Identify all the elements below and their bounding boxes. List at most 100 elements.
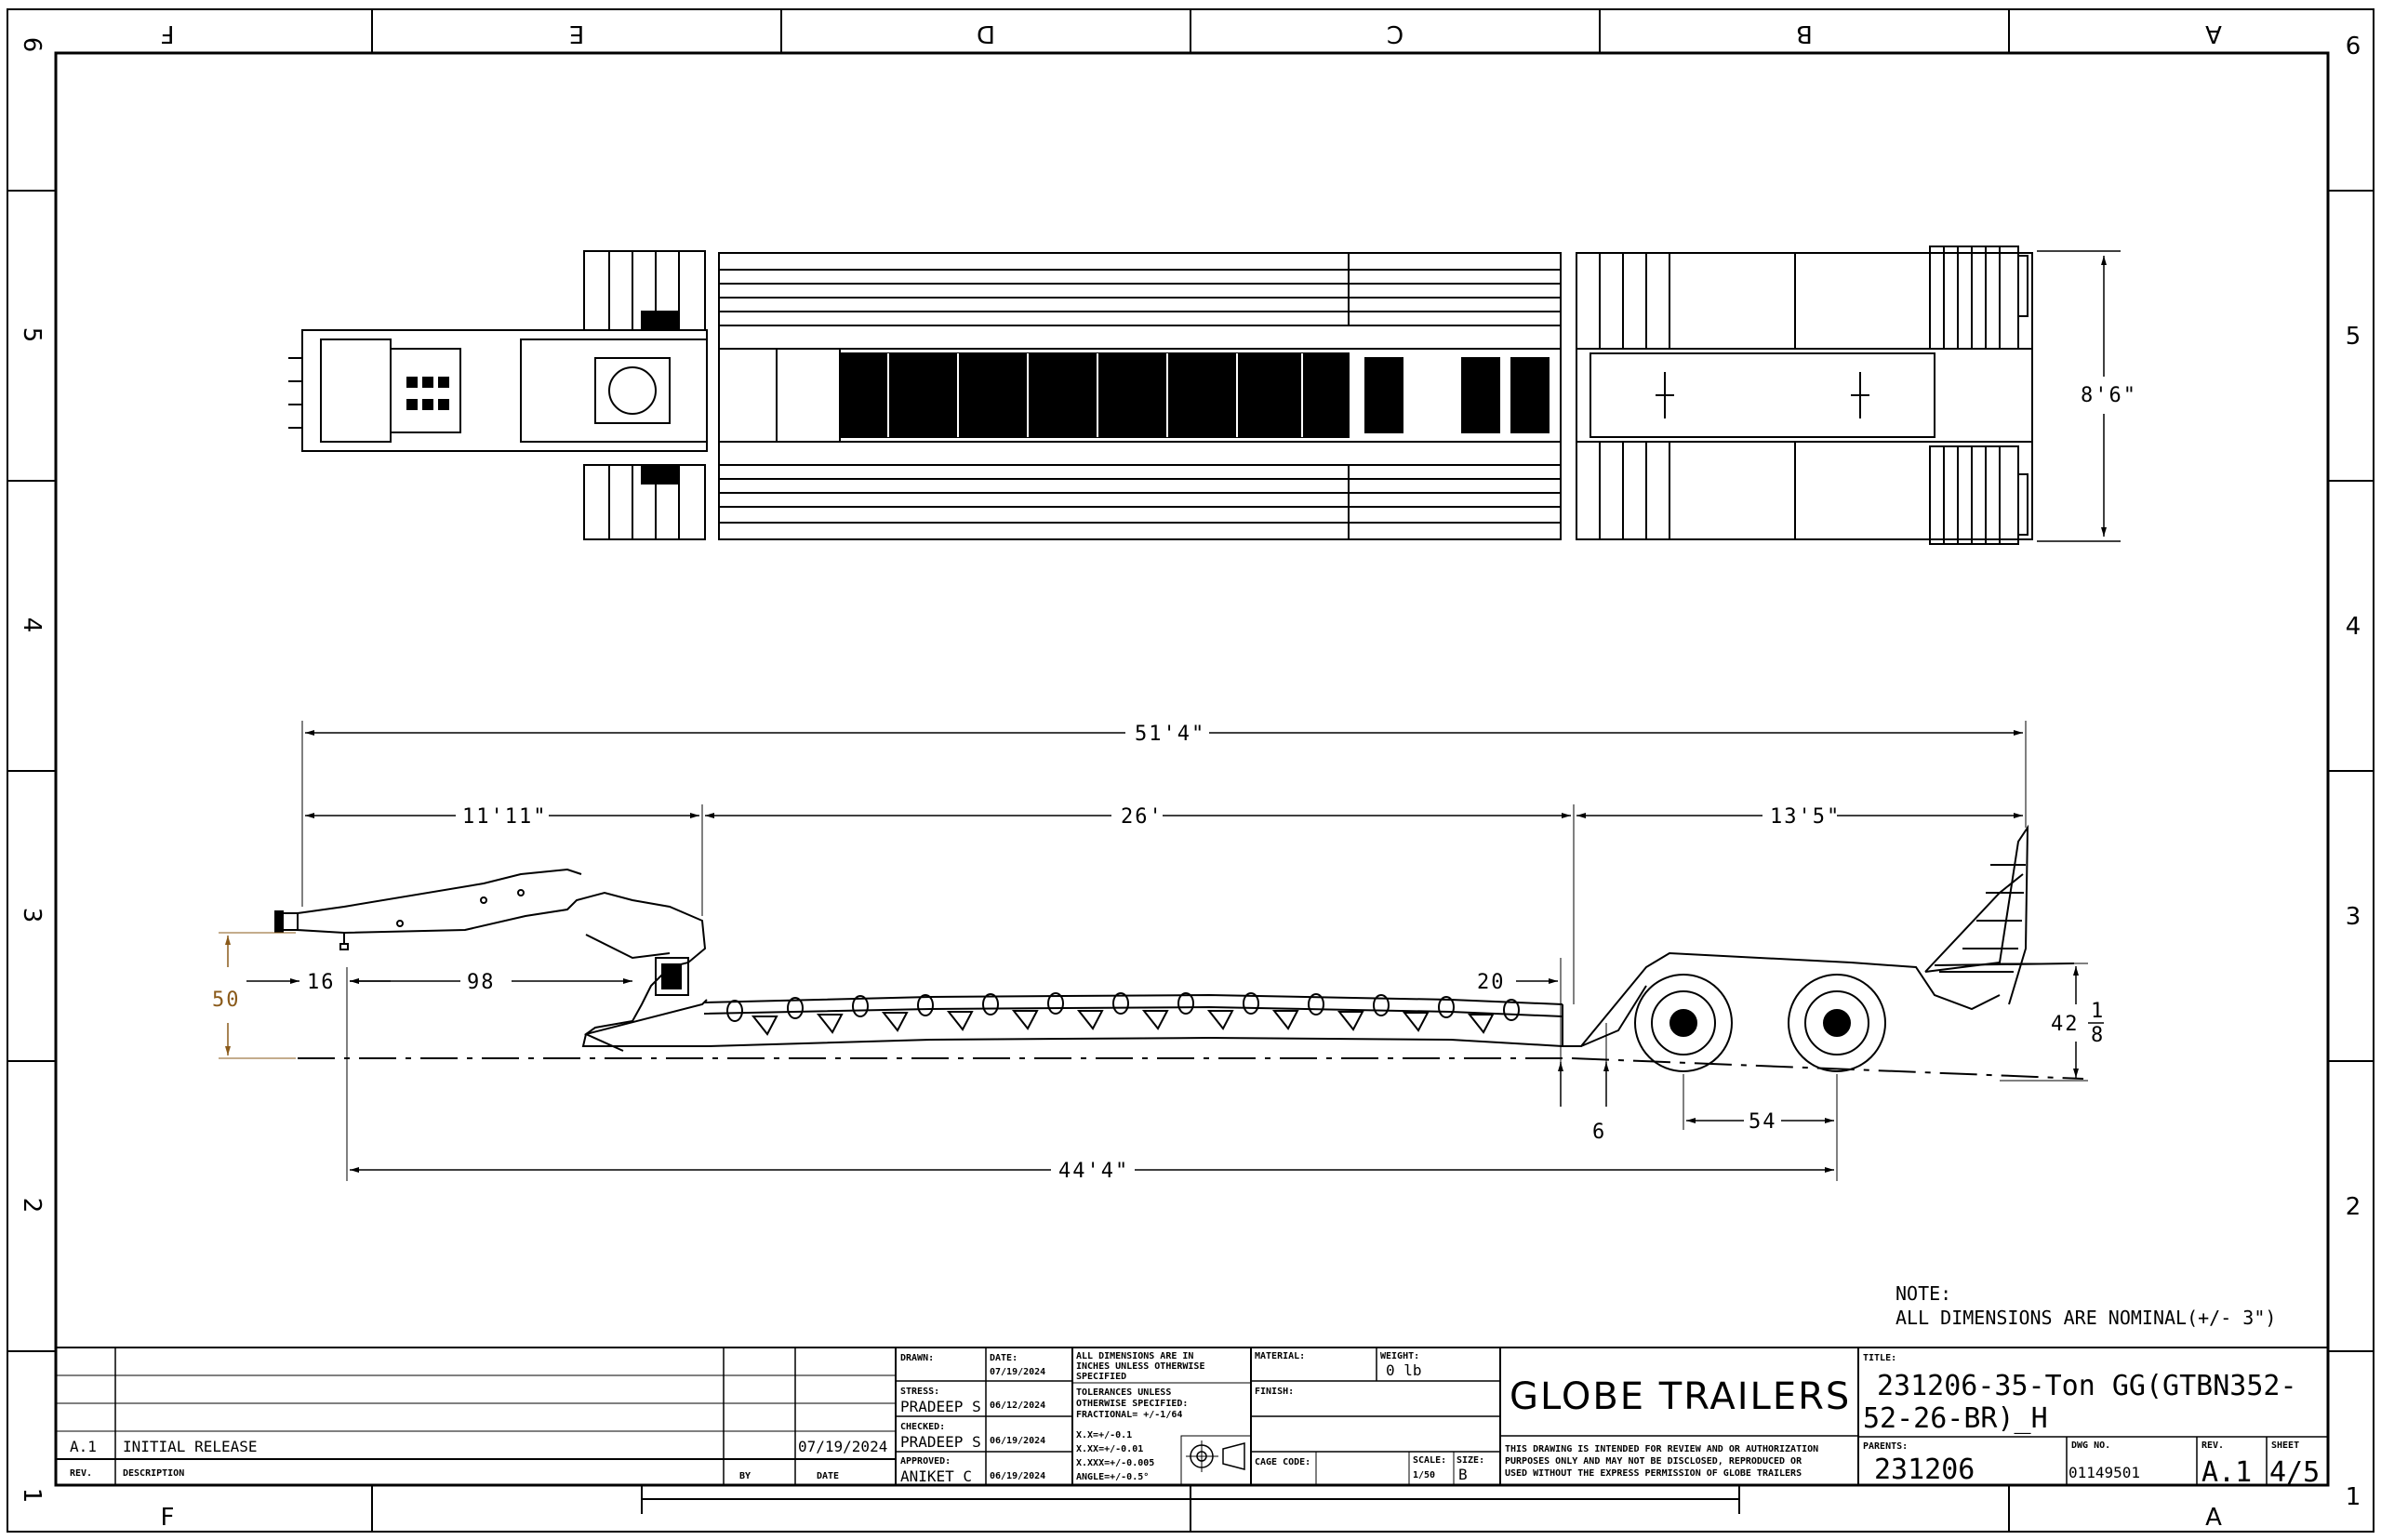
zone-labels-right: 6 5 4 3 2 1	[2346, 33, 2361, 1511]
drawn-label: DRAWN:	[900, 1353, 934, 1363]
rear-offset-dim: 6	[1592, 1121, 1606, 1144]
approved-label: APPROVED:	[900, 1456, 951, 1467]
zone-col-e-top: E	[569, 20, 584, 47]
rev-row-1-desc: INITIAL RELEASE	[123, 1438, 258, 1455]
zone-row-4-left: 4	[18, 617, 46, 633]
parents-label: PARENTS:	[1863, 1441, 1908, 1452]
rear-length-dim: 13'5"	[1770, 805, 1841, 829]
scale-value: 1/50	[1413, 1470, 1435, 1480]
title-label: TITLE:	[1863, 1353, 1896, 1363]
tol-line-8: X.XX=+/-0.01	[1076, 1444, 1143, 1454]
dwg-no-label: DWG NO.	[2071, 1440, 2110, 1451]
zone-labels-left: 6 5 4 3 2 1	[18, 37, 46, 1504]
rev-row-1-rev: A.1	[70, 1438, 97, 1455]
note-heading: NOTE:	[1895, 1282, 1951, 1305]
zone-col-a-top: A	[2205, 20, 2222, 47]
note-text: ALL DIMENSIONS ARE NOMINAL(+/- 3")	[1895, 1307, 2276, 1329]
projection-symbol	[1180, 1435, 1252, 1486]
weight-value: 0 lb	[1386, 1361, 1422, 1379]
tol-line-2: INCHES UNLESS OTHERWISE	[1076, 1361, 1204, 1372]
zone-col-d-top: D	[977, 20, 995, 47]
front-height-dim: 50	[212, 989, 241, 1012]
rev-label: REV.	[2201, 1440, 2224, 1451]
weight-label: WEIGHT:	[1380, 1351, 1419, 1361]
ground-centerline	[298, 1057, 2084, 1080]
kingpin-axle-dim: 44'4"	[1058, 1160, 1129, 1183]
zone-row-6-right: 6	[2346, 33, 2361, 60]
tol-line-5: OTHERWISE SPECIFIED:	[1076, 1399, 1188, 1409]
tol-line-9: X.XXX=+/-0.005	[1076, 1458, 1154, 1468]
zone-row-5-left: 5	[18, 327, 46, 343]
tol-line-10: ANGLE=+/-0.5°	[1076, 1472, 1149, 1482]
zone-col-f-bottom: F	[161, 1504, 175, 1532]
approved-name: ANIKET C	[900, 1467, 972, 1485]
rear-axle-wheels	[1634, 974, 1886, 1072]
tol-line-6: FRACTIONAL= +/-1/64	[1076, 1410, 1182, 1420]
zone-row-1-left: 1	[18, 1488, 46, 1504]
date-label: DATE:	[990, 1353, 1018, 1363]
stress-name: PRADEEP S	[900, 1398, 981, 1415]
cage-code-label: CAGE CODE:	[1255, 1457, 1310, 1467]
finish-label: FINISH:	[1255, 1387, 1294, 1397]
zone-col-b-top: B	[1796, 20, 1813, 47]
zone-labels-bottom: F A	[161, 1504, 2223, 1532]
zone-row-2-right: 2	[2346, 1193, 2361, 1221]
front-offset-dim: 16	[307, 971, 336, 994]
zone-row-1-right: 1	[2346, 1483, 2361, 1511]
disclaimer-line-3: USED WITHOUT THE EXPRESS PERMISSION OF G…	[1505, 1468, 1802, 1479]
tol-line-4: TOLERANCES UNLESS	[1076, 1387, 1171, 1398]
zone-row-5-right: 5	[2346, 323, 2361, 351]
sheet-label: SHEET	[2271, 1440, 2299, 1451]
zone-col-a-bottom: A	[2205, 1504, 2222, 1532]
rev-header-desc: DESCRIPTION	[123, 1468, 184, 1479]
rev-header-rev: REV.	[70, 1468, 92, 1479]
stress-label: STRESS:	[900, 1387, 939, 1397]
material-label: MATERIAL:	[1255, 1351, 1305, 1361]
title-line-1: 231206-35-Ton GG(GTBN352-	[1877, 1370, 2297, 1402]
drawn-date: 07/19/2024	[990, 1367, 1045, 1377]
checked-date: 06/19/2024	[990, 1436, 1045, 1446]
dwg-no-value: 01149501	[2068, 1464, 2140, 1481]
trailer-top-view	[288, 246, 2033, 545]
rev-row-1-date: 07/19/2024	[798, 1438, 887, 1455]
disclaimer-line-2: PURPOSES ONLY AND MAY NOT BE DISCLOSED, …	[1505, 1456, 1802, 1467]
title-block: A.1 INITIAL RELEASE 07/19/2024 REV. DESC…	[55, 1347, 2329, 1489]
gooseneck-length-dim: 11'11"	[462, 805, 547, 829]
size-value: B	[1458, 1466, 1468, 1483]
checked-label: CHECKED:	[900, 1422, 945, 1432]
side-view-dimensions: 51'4" 11'11" 26' 13'5" 50 16 98 20	[212, 721, 2105, 1183]
tol-line-1: ALL DIMENSIONS ARE IN	[1076, 1351, 1193, 1361]
checked-name: PRADEEP S	[900, 1433, 981, 1451]
size-label: SIZE:	[1457, 1455, 1484, 1466]
zone-labels-top: F E D C B A	[161, 20, 2222, 47]
parents-value: 231206	[1874, 1454, 1975, 1486]
sheet-value: 4/5	[2269, 1456, 2320, 1489]
zone-col-f-top: F	[161, 20, 175, 47]
rev-header-date: DATE	[817, 1471, 839, 1481]
width-dimension: 8'6"	[2037, 250, 2137, 542]
gooseneck-bolt-pattern	[406, 377, 449, 410]
rev-header-by: BY	[739, 1471, 751, 1481]
title-line-2: 52-26-BR)_H	[1863, 1402, 2048, 1435]
stress-date: 06/12/2024	[990, 1401, 1045, 1411]
tol-line-3: SPECIFIED	[1076, 1372, 1126, 1382]
deck-center-fill	[841, 352, 1350, 438]
zone-row-3-right: 3	[2346, 903, 2361, 931]
front-span-dim: 98	[467, 971, 496, 994]
rear-height-dim: 42	[2051, 1013, 2080, 1036]
dimension-note: NOTE: ALL DIMENSIONS ARE NOMINAL(+/- 3")	[1895, 1282, 2276, 1329]
zone-col-c-top: C	[1387, 20, 1403, 47]
company-name: GLOBE TRAILERS	[1510, 1375, 1851, 1418]
zone-row-4-right: 4	[2346, 613, 2361, 641]
zone-row-6-left: 6	[18, 37, 46, 53]
deck-crossmember-holes	[726, 992, 1520, 1036]
deck-length-dim: 26'	[1121, 805, 1164, 829]
width-dim-label: 8'6"	[2081, 384, 2137, 407]
trailer-side-view	[274, 824, 2075, 1072]
zone-row-2-left: 2	[18, 1198, 46, 1214]
rear-height-frac-den: 8	[2091, 1024, 2105, 1047]
rear-height-frac-num: 1	[2091, 1000, 2105, 1023]
tol-line-7: X.X=+/-0.1	[1076, 1430, 1132, 1440]
rev-value: A.1	[2201, 1456, 2252, 1489]
